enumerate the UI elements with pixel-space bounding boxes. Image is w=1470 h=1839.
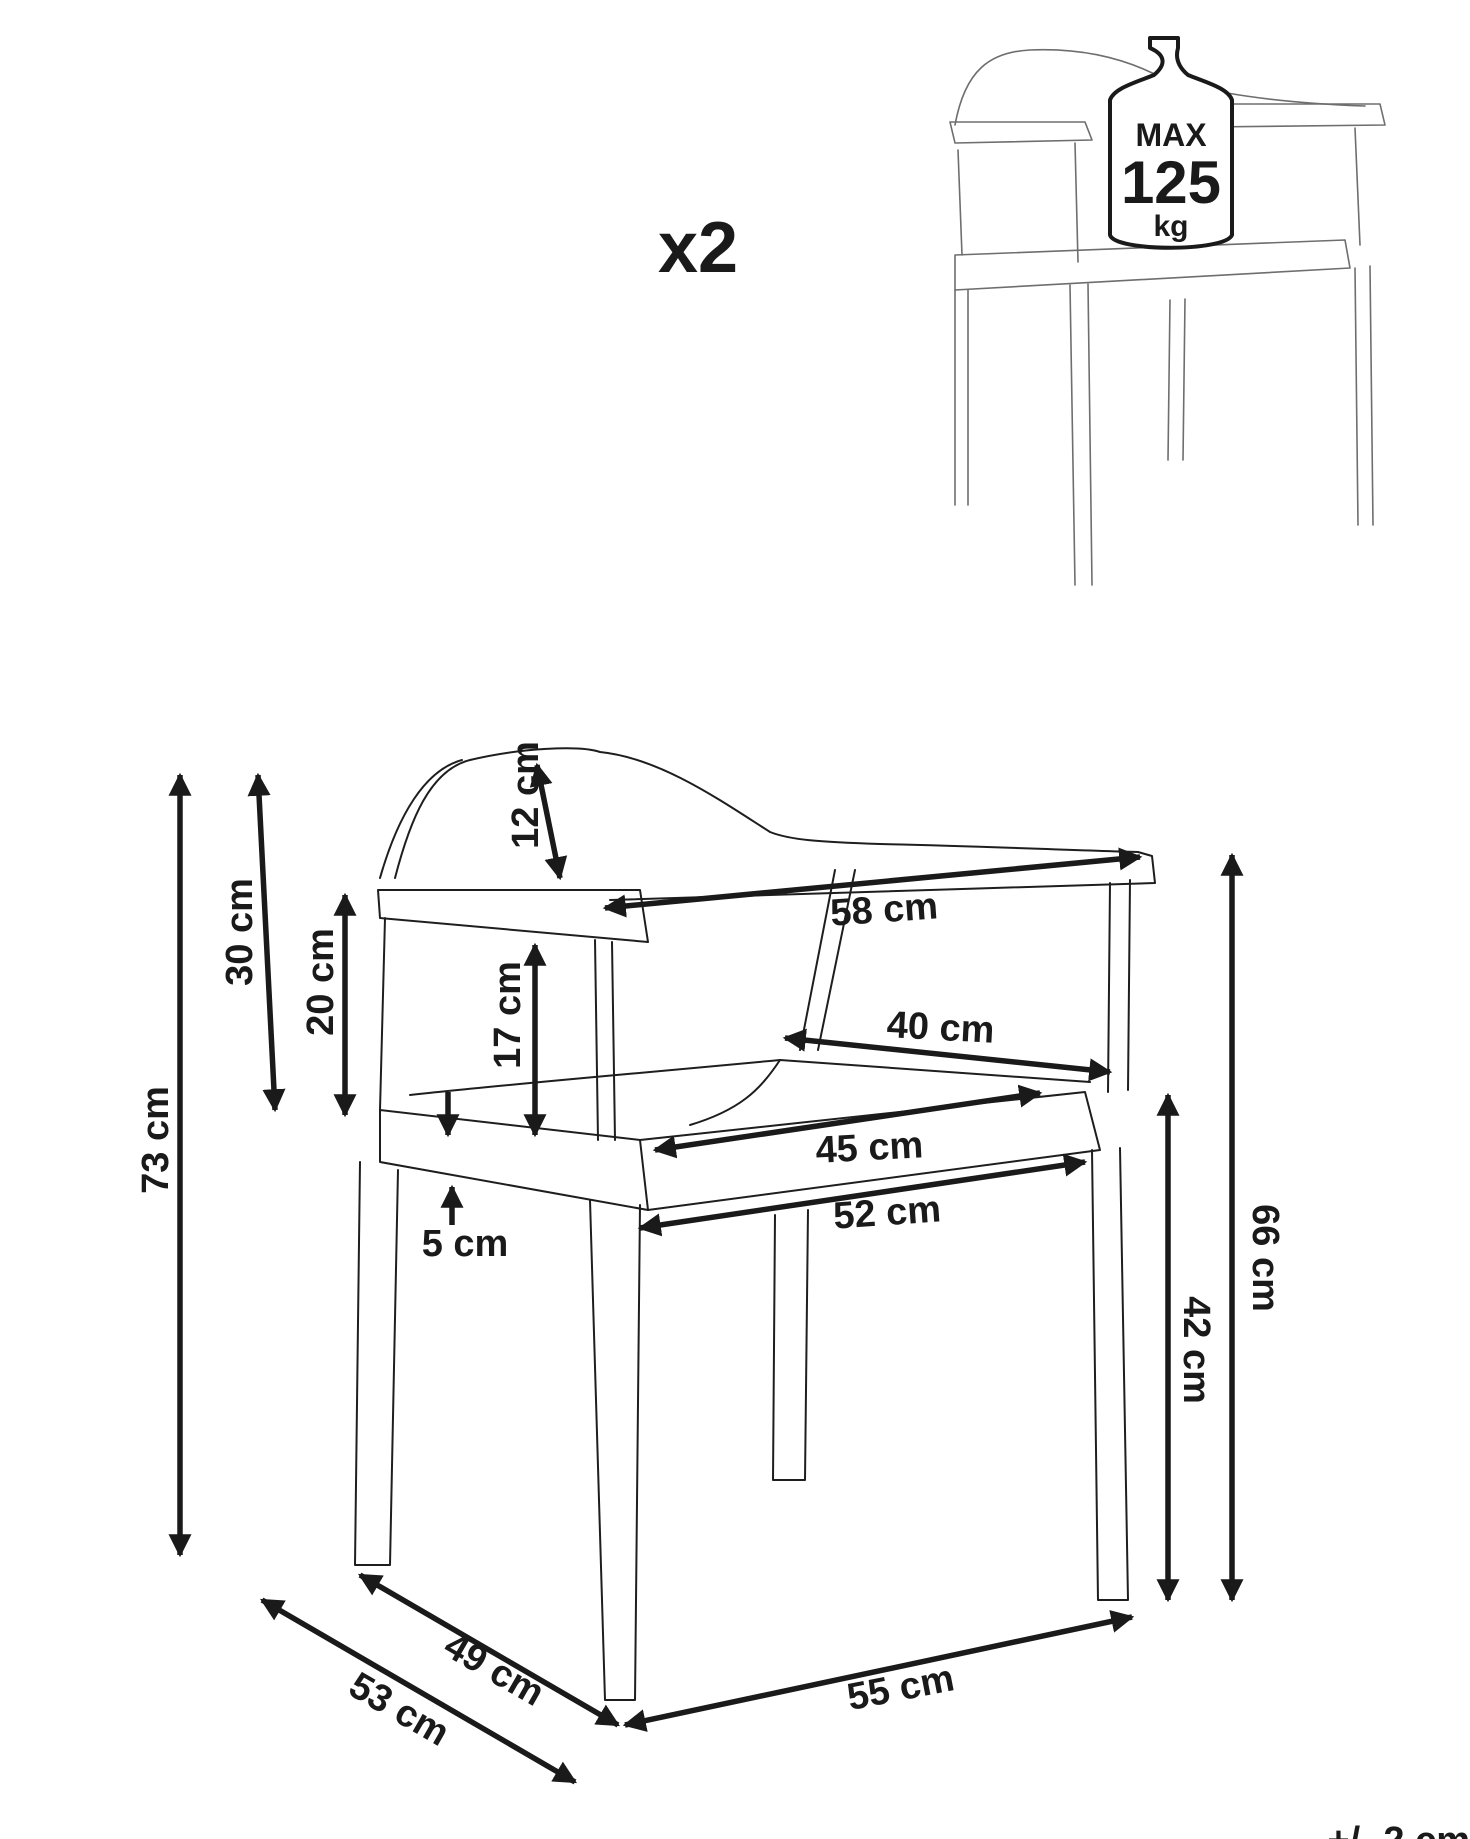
label-seat-back-width: 40 cm [886,1004,996,1052]
label-seat-front-width: 45 cm [814,1124,924,1172]
label-armrest-top-height: 66 cm [1244,1204,1286,1312]
dimension-labels: 73 cm 30 cm 20 cm 17 cm 12 cm 58 cm 40 c… [135,741,1470,1839]
arrow-frame-width [637,1153,1088,1237]
dimension-arrows [168,762,1244,1785]
arrow-backrest-height [247,772,286,1113]
max-load-badge: MAX 125 kg [1108,36,1234,250]
tolerance-note: +/- 2 cm [1327,1820,1470,1839]
arrow-armrest-width [602,847,1143,918]
arrow-overall-depth [260,1597,577,1785]
label-frame-width: 52 cm [832,1188,942,1237]
max-label: MAX [1135,117,1207,153]
label-backrest-band: 12 cm [505,741,547,849]
label-seat-frame-thickness: 5 cm [422,1223,509,1265]
arrow-backrest-band [529,762,568,881]
quantity-label: x2 [658,208,738,288]
label-armrest-height: 20 cm [300,928,342,1036]
label-total-height: 73 cm [135,1086,177,1194]
label-armrest-width: 58 cm [829,885,939,934]
max-load-unit: kg [1153,210,1188,243]
max-load-value: 125 [1121,149,1221,216]
label-backrest-height: 30 cm [219,878,261,986]
arrow-seat-back-width [782,1028,1113,1082]
label-seat-height: 42 cm [1175,1296,1217,1404]
arrow-seat-front-width [652,1084,1043,1159]
arrow-overall-width [622,1610,1135,1732]
label-seat-depth: 17 cm [487,961,529,1069]
label-overall-width: 55 cm [844,1657,958,1719]
label-inner-depth: 49 cm [437,1624,551,1714]
